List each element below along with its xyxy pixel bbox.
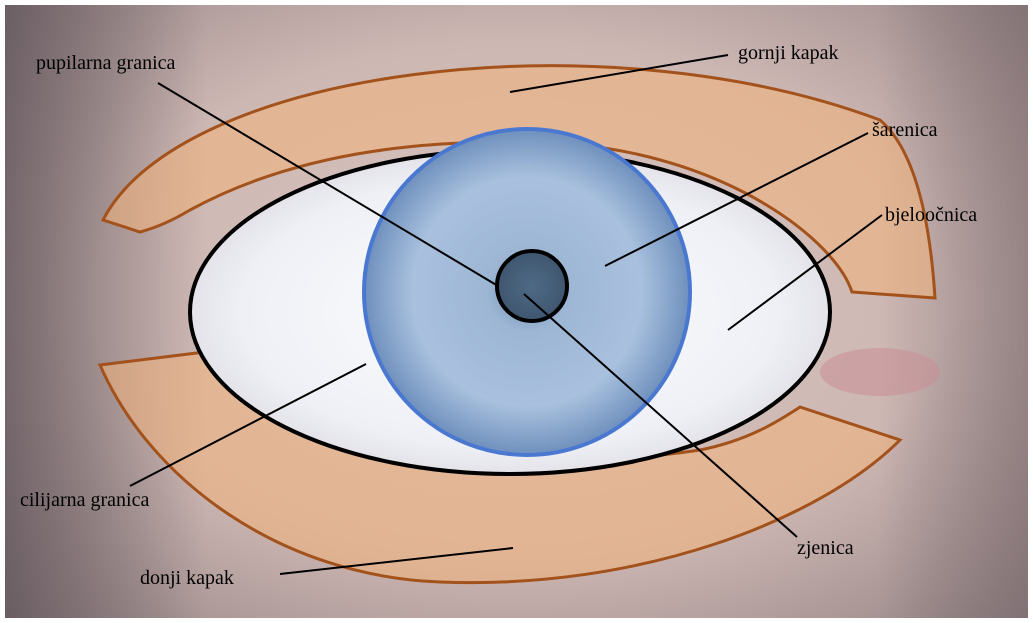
label-iris: šarenica: [872, 119, 938, 141]
label-sclera: bjeloočnica: [885, 204, 977, 226]
label-lower-eyelid: donji kapak: [140, 567, 234, 589]
label-ciliary-border: cilijarna granica: [20, 489, 149, 511]
label-pupillary-border: pupilarna granica: [36, 52, 175, 74]
caruncle: [820, 348, 940, 396]
label-pupil: zjenica: [797, 537, 854, 559]
pupil-circle: [497, 251, 567, 321]
label-upper-eyelid: gornji kapak: [738, 42, 839, 64]
